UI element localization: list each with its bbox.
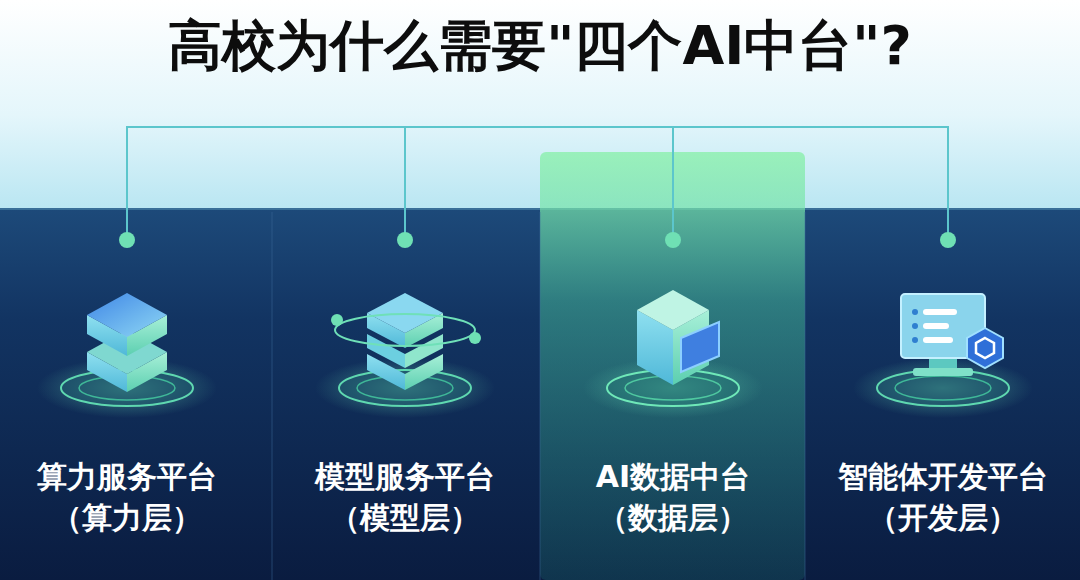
screen-row xyxy=(923,323,949,329)
screen-row xyxy=(923,309,957,315)
column-divider xyxy=(805,212,806,580)
platform-ring xyxy=(895,376,991,400)
data-icon xyxy=(637,290,719,385)
platform-label: 模型服务平台（模型层） xyxy=(307,452,503,543)
bracket-dot xyxy=(397,232,413,248)
platform-name: AI数据中台 xyxy=(596,456,750,497)
platform-label: 算力服务平台（算力层） xyxy=(29,452,225,543)
screen-bullet xyxy=(912,323,918,329)
bracket-dot xyxy=(665,232,681,248)
cube-face xyxy=(637,290,709,330)
badge-mark xyxy=(976,338,994,358)
model-icon xyxy=(331,293,481,390)
orbit-dot xyxy=(469,332,481,344)
column-divider xyxy=(272,212,273,580)
layer-name: （模型层） xyxy=(315,497,495,538)
platform-name: 智能体开发平台 xyxy=(838,456,1048,497)
cube-face xyxy=(87,293,167,337)
monitor-base xyxy=(913,368,973,376)
platform-name: 模型服务平台 xyxy=(315,456,495,497)
compute-icon xyxy=(87,293,167,392)
platform-name: 算力服务平台 xyxy=(37,456,217,497)
bracket-line xyxy=(127,127,948,240)
bracket-dot xyxy=(119,232,135,248)
screen-bullet xyxy=(912,309,918,315)
orbit-ring xyxy=(335,314,475,346)
platform-label: 智能体开发平台（开发层） xyxy=(830,452,1056,543)
screen-row xyxy=(923,337,953,343)
layer-name: （开发层） xyxy=(838,497,1048,538)
screen-bullet xyxy=(912,337,918,343)
sea-band xyxy=(0,208,1080,580)
layer-name: （数据层） xyxy=(596,497,750,538)
column-divider xyxy=(540,212,541,580)
bracket-lines xyxy=(127,127,948,240)
bracket-dots xyxy=(119,232,956,248)
bracket-line xyxy=(404,127,406,240)
agent-icon xyxy=(901,294,1003,376)
data-panel xyxy=(681,322,719,372)
diagram-title: 高校为什么需要"四个AI中台"? xyxy=(0,14,1080,79)
badge-hexagon xyxy=(967,328,1003,368)
orbit-dot xyxy=(331,314,343,326)
platforms xyxy=(37,358,1033,418)
bracket-line xyxy=(672,127,674,240)
layer-name: （算力层） xyxy=(37,497,217,538)
platform-label: AI数据中台（数据层） xyxy=(588,452,758,543)
bracket-dot xyxy=(940,232,956,248)
